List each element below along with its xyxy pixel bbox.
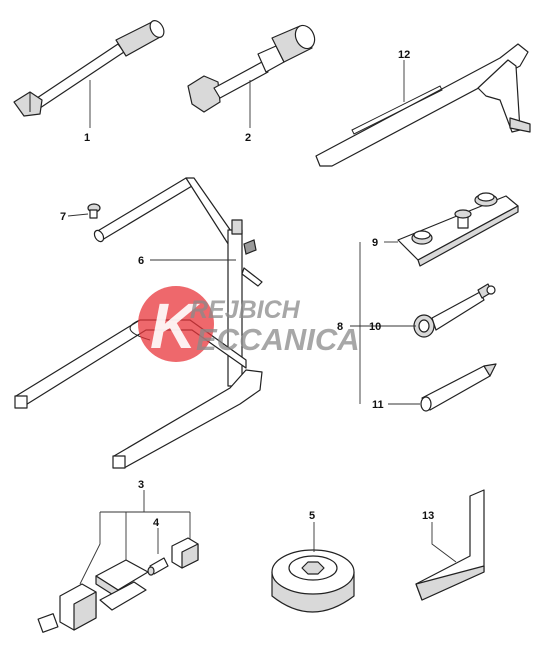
callout-7: 7	[60, 211, 66, 223]
callout-3: 3	[138, 479, 144, 491]
part-12-bracket-arm	[315, 43, 531, 167]
part-4-pin	[147, 528, 169, 576]
callout-2: 2	[245, 132, 251, 144]
watermark-line-1: REJBICH	[190, 296, 301, 324]
part-5-socket	[271, 522, 355, 613]
callout-12: 12	[398, 49, 410, 61]
callout-1: 1	[84, 132, 90, 144]
watermark-logo: K REJBICH ECCANICA	[138, 286, 360, 362]
callout-6: 6	[138, 255, 144, 267]
callout-11: 11	[372, 399, 384, 411]
part-7-small-screw	[67, 203, 101, 219]
callout-5: 5	[309, 510, 315, 522]
part-3-clamp-assembly	[37, 490, 199, 633]
group-bracket-8	[350, 242, 370, 404]
part-13-l-bar	[415, 489, 485, 601]
part-10-puller-rod	[370, 283, 496, 338]
callout-10: 10	[369, 321, 381, 333]
part-2-stepped-shaft	[187, 24, 316, 128]
callout-8: 8	[337, 321, 343, 333]
part-9-stud-plate	[384, 192, 519, 267]
watermark-logo-letter: K	[150, 290, 201, 362]
callout-9: 9	[372, 237, 378, 249]
part-6-stand-frame	[14, 177, 263, 469]
part-1-pin-tool	[13, 20, 165, 128]
part-11-pointed-rod	[388, 363, 497, 412]
watermark-red-circle	[138, 286, 214, 362]
callout-13: 13	[422, 510, 434, 522]
callout-4: 4	[153, 517, 160, 529]
watermark-line-2: ECCANICA	[196, 322, 360, 357]
